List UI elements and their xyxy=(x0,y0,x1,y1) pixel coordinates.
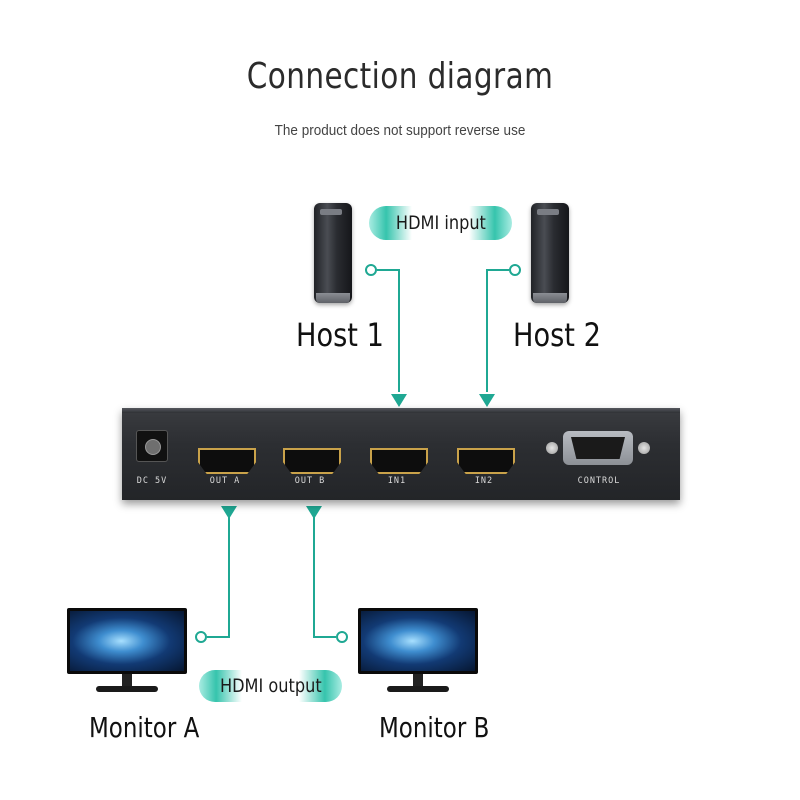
hdmi-port-in1 xyxy=(370,448,428,474)
node-monitor-a xyxy=(195,631,207,643)
page-title: Connection diagram xyxy=(246,56,554,97)
arrow-outb xyxy=(306,506,322,519)
hdmi-switch-device: DC 5V OUT A OUT B IN1 IN2 CONTROL xyxy=(122,408,680,500)
dc-jack-icon xyxy=(136,430,168,462)
line-host1-to-in1 xyxy=(377,269,400,392)
monitor-b-label: Monitor B xyxy=(379,711,490,744)
hdmi-port-out-a xyxy=(198,448,256,474)
line-outa-to-monitor-a xyxy=(207,512,230,638)
monitor-a-label: Monitor A xyxy=(89,711,200,744)
monitor-a-icon xyxy=(67,608,187,692)
port-label-in1: IN1 xyxy=(387,476,407,486)
arrow-outa xyxy=(221,506,237,519)
port-label-control: CONTROL xyxy=(577,476,621,486)
host1-label: Host 1 xyxy=(296,316,384,354)
port-label-out-b: OUT B xyxy=(294,476,326,486)
hdmi-output-badge: HDMI output xyxy=(199,670,342,702)
control-screw-right-icon xyxy=(638,442,650,454)
monitor-b-icon xyxy=(358,608,478,692)
arrow-in2 xyxy=(479,394,495,407)
control-port-icon xyxy=(563,431,633,465)
port-label-in2: IN2 xyxy=(474,476,494,486)
host1-dongle-icon xyxy=(314,203,352,303)
port-label-dc: DC 5V xyxy=(136,476,168,486)
node-host1 xyxy=(365,264,377,276)
node-host2 xyxy=(509,264,521,276)
host2-dongle-icon xyxy=(531,203,569,303)
page-subtitle: The product does not support reverse use xyxy=(274,122,526,139)
node-monitor-b xyxy=(336,631,348,643)
host2-label: Host 2 xyxy=(513,316,601,354)
hdmi-input-badge: HDMI input xyxy=(369,206,512,240)
line-outb-to-monitor-b xyxy=(313,512,336,638)
hdmi-port-in2 xyxy=(457,448,515,474)
port-label-out-a: OUT A xyxy=(209,476,241,486)
line-host2-to-in2 xyxy=(486,269,509,392)
arrow-in1 xyxy=(391,394,407,407)
hdmi-port-out-b xyxy=(283,448,341,474)
control-screw-left-icon xyxy=(546,442,558,454)
